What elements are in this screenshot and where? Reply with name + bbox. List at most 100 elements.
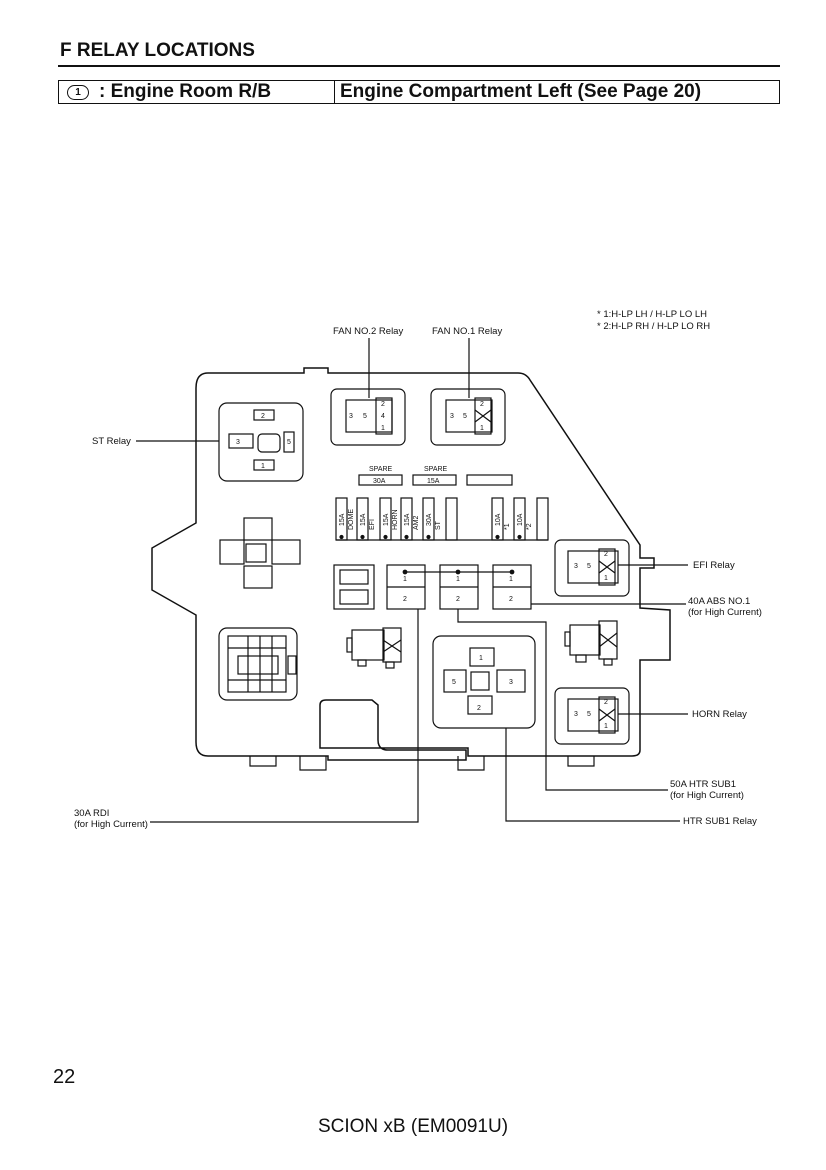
bus-point-2: [455, 569, 461, 575]
efi-pin-5: 5: [587, 563, 591, 570]
mini-fuse-rating: 15A: [360, 513, 367, 526]
mini-fuse-contact: [495, 534, 500, 540]
mini-fuse-empty: [445, 497, 458, 541]
htr-fuse-label: 50A HTR SUB1: [670, 779, 736, 790]
horn-relay-socket: [554, 687, 630, 745]
st-pin-2: 2: [261, 413, 265, 420]
mini-fuse-rating: 10A: [495, 513, 502, 526]
document-title: SCION xB (EM0091U): [317, 1116, 509, 1137]
mini-fuse-name: *1: [504, 523, 511, 530]
note-1: * 1:H-LP LH / H-LP LO LH: [597, 309, 707, 320]
mini-fuse-name: HORN: [392, 509, 399, 530]
htr-relay-pin-3: 3: [509, 679, 513, 686]
abs-pin-2: 2: [509, 596, 513, 603]
spare-fuse-15a: [412, 474, 457, 486]
mini-fuse-name: *2: [526, 523, 533, 530]
efi-pin-1: 1: [604, 575, 608, 582]
efi-relay-diode-icon: [598, 560, 616, 574]
location-desc-cell: Engine Compartment Left (See Page 20): [335, 81, 779, 103]
note-2: * 2:H-LP RH / H-LP LO RH: [597, 321, 710, 332]
htr-relay-label: HTR SUB1 Relay: [683, 816, 757, 827]
fan2-pin-2: 2: [381, 401, 385, 408]
fan2-relay-label: FAN NO.2 Relay: [333, 326, 403, 337]
htr-sub1-relay-socket: [432, 635, 536, 729]
spare-label-1: SPARE: [369, 466, 393, 473]
left-cross-connector: [219, 517, 301, 589]
fan2-pin-4: 4: [381, 413, 385, 420]
horn-pin-5: 5: [587, 711, 591, 718]
htr-fuse-leader: [457, 609, 668, 791]
st-relay-label: ST Relay: [92, 436, 131, 447]
htr-fuse-note: (for High Current): [670, 790, 744, 801]
rdi-fuse-note: (for High Current): [74, 819, 148, 830]
st-pin-5: 5: [287, 439, 291, 446]
efi-pin-2: 2: [604, 551, 608, 558]
fan2-pin-1: 1: [381, 425, 385, 432]
multi-pin-connector: [218, 627, 298, 701]
mini-fuse-contact: [360, 534, 365, 540]
st-relay-socket: [218, 402, 304, 482]
efi-pin-3: 3: [574, 563, 578, 570]
fan2-relay-socket: [330, 388, 406, 446]
fan1-relay-body: [445, 399, 493, 433]
rdi-pin-1: 1: [403, 576, 407, 583]
mini-fuse-rating: 15A: [383, 513, 390, 526]
location-desc: Engine Compartment Left (See Page 20): [340, 81, 702, 102]
fan1-pin-5: 5: [463, 413, 467, 420]
fan1-relay-diode-icon: [474, 409, 492, 423]
section-title: F RELAY LOCATIONS: [60, 40, 255, 61]
horn-relay-body: [567, 698, 619, 732]
st-relay-center: [257, 433, 281, 453]
htr-relay-pin-5: 5: [452, 679, 456, 686]
rdi-pin-2: 2: [403, 596, 407, 603]
mini-fuse-contact: [383, 534, 388, 540]
st-pin-1: 1: [261, 463, 265, 470]
fan1-relay-socket: [430, 388, 506, 446]
mini-fuse-rating: 10A: [517, 513, 524, 526]
efi-relay-coil: [598, 548, 616, 586]
fan1-pin-2: 2: [480, 401, 484, 408]
spare-label-2: SPARE: [424, 466, 448, 473]
spare-fuse-30a: [358, 474, 403, 486]
efi-relay-label: EFI Relay: [693, 560, 735, 571]
htr-pin-1: 1: [456, 576, 460, 583]
rdi-fuse: [386, 564, 426, 610]
abs-fuse-note: (for High Current): [688, 607, 762, 618]
mini-fuse-contact: [404, 534, 409, 540]
htr-relay-pin-1: 1: [479, 655, 483, 662]
bus-point-1: [402, 569, 408, 575]
st-pin-3: 3: [236, 439, 240, 446]
fan2-relay-coil: [375, 397, 393, 435]
mini-fuse-contact: [426, 534, 431, 540]
abs-no1-fuse: [492, 564, 532, 610]
efi-relay-body: [567, 550, 619, 584]
location-header-table: 1 : Engine Room R/B Engine Compartment L…: [58, 80, 780, 104]
spare-fuse-15a-rating: 15A: [427, 478, 440, 485]
mini-fuse-empty: [536, 497, 549, 541]
location-name: : Engine Room R/B: [99, 81, 272, 102]
mini-fuse-name: DOME: [348, 509, 355, 530]
st-relay-terminal-3: [228, 433, 254, 449]
horn-pin-2: 2: [604, 699, 608, 706]
mini-fuse-rating: 30A: [426, 513, 433, 526]
abs-pin-1: 1: [509, 576, 513, 583]
rdi-fuse-leader: [150, 609, 419, 823]
horn-relay-label: HORN Relay: [692, 709, 747, 720]
mini-fuse-name: EFI: [369, 519, 376, 530]
mini-fuse-name: ST: [435, 520, 442, 530]
mini-fuse-rating: 15A: [404, 513, 411, 526]
abs-fuse-label: 40A ABS NO.1: [688, 596, 750, 607]
relay-block-outline: [151, 367, 671, 761]
efi-relay-socket: [554, 539, 630, 597]
right-relay-connector: [564, 620, 618, 666]
htr-sub1-fuse: [439, 564, 479, 610]
horn-relay-coil: [598, 696, 616, 734]
rdi-fuse-label: 30A RDI: [74, 808, 109, 819]
htr-sub1-relay-terminals: [443, 647, 526, 715]
horn-relay-diode-icon: [598, 708, 616, 722]
location-name-cell: 1 : Engine Room R/B: [59, 81, 335, 103]
mini-fuse-contact: [517, 534, 522, 540]
locator-badge: 1: [67, 84, 89, 100]
